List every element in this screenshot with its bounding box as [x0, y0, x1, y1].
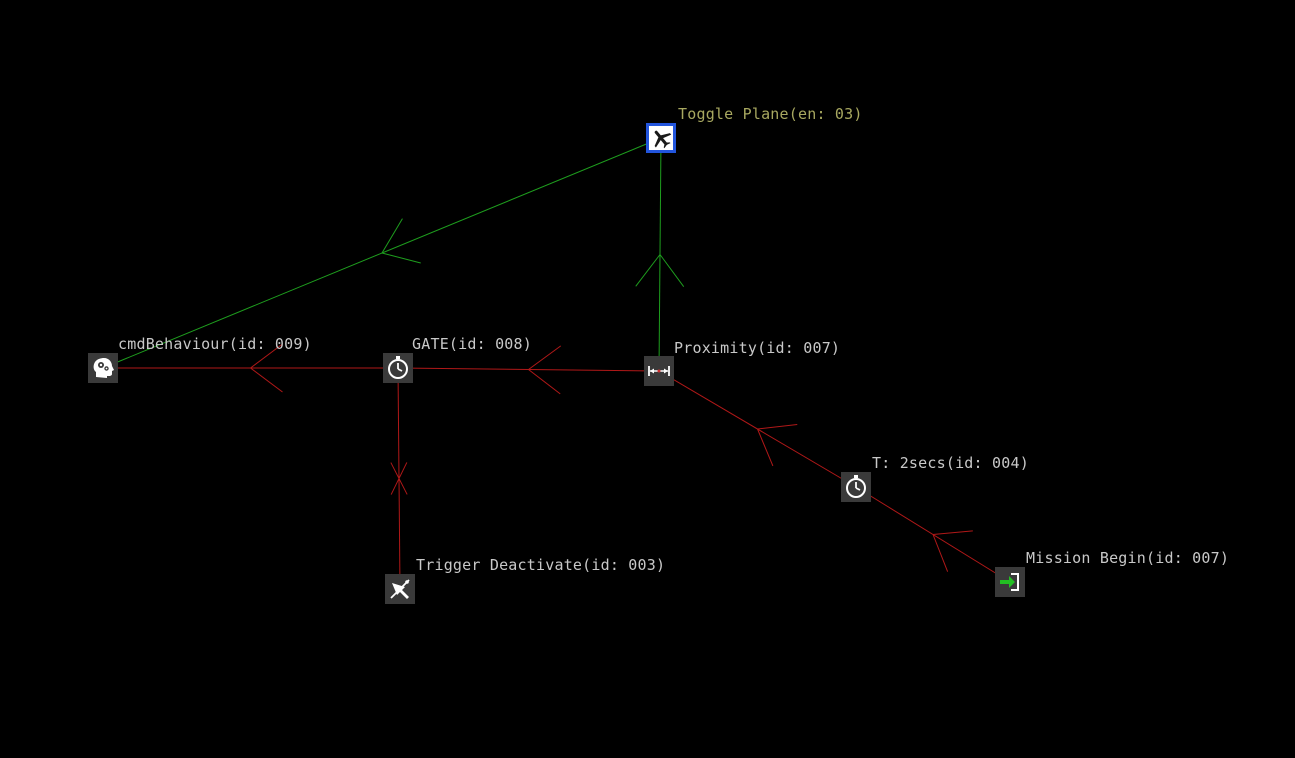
distance-icon [648, 366, 670, 376]
node-toggle-plane[interactable] [646, 123, 676, 153]
link-arrow [528, 369, 561, 395]
head-gears-icon [93, 358, 114, 378]
link-arrow [528, 345, 562, 370]
node-label-toggle-plane: Toggle Plane(en: 03) [678, 105, 863, 123]
stopwatch-icon [388, 356, 408, 379]
node-label-cmd-behaviour: cmdBehaviour(id: 009) [118, 335, 312, 353]
link-arrow [757, 428, 774, 467]
node-label-proximity: Proximity(id: 007) [674, 339, 841, 357]
link-arrow [932, 530, 973, 535]
link-arrow [250, 343, 283, 369]
link-arrow [659, 254, 685, 288]
node-cmd-behaviour[interactable] [88, 353, 118, 383]
link-arrow [635, 254, 661, 287]
link-arrow [757, 424, 798, 430]
node-label-timer: T: 2secs(id: 004) [872, 454, 1029, 472]
node-timer[interactable] [841, 472, 871, 502]
link-arrow [932, 534, 949, 572]
enter-icon [1000, 573, 1019, 591]
node-mission-begin[interactable] [995, 567, 1025, 597]
node-label-trigger-deactivate: Trigger Deactivate(id: 003) [416, 556, 666, 574]
link-arrow [250, 367, 283, 393]
link-blocked-mark [390, 462, 408, 495]
link-arrow [381, 252, 421, 264]
trigger-off-icon [390, 579, 410, 599]
node-trigger-deactivate[interactable] [385, 574, 415, 604]
stopwatch-icon [846, 475, 866, 498]
node-proximity[interactable] [644, 356, 674, 386]
node-label-mission-begin: Mission Begin(id: 007) [1026, 549, 1230, 567]
airplane-icon [654, 130, 672, 149]
link-arrow [381, 218, 403, 254]
node-label-gate: GATE(id: 008) [412, 335, 532, 353]
node-gate[interactable] [383, 353, 413, 383]
